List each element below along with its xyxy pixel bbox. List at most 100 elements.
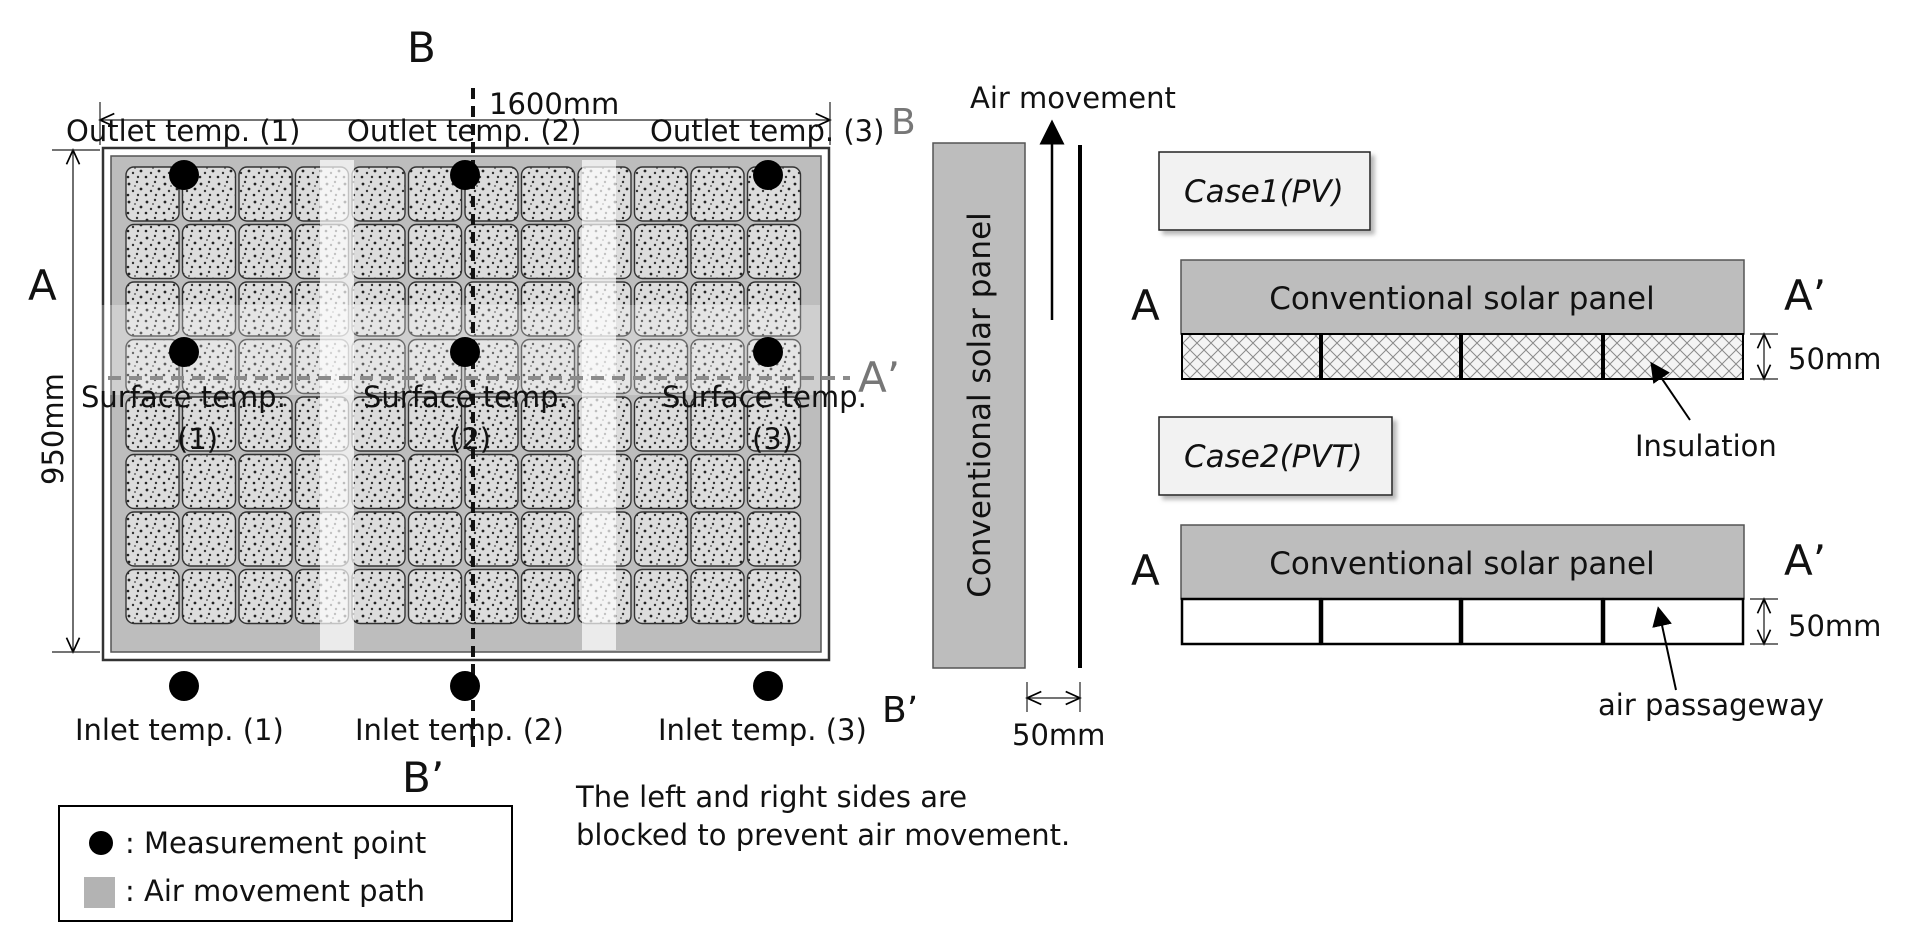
solar-cell [746, 223, 802, 280]
solar-cell [238, 453, 293, 510]
solar-cell [520, 281, 576, 337]
solar-cell [125, 568, 180, 625]
case2-a-left: A [1131, 546, 1160, 595]
solar-cell [464, 223, 519, 280]
case2-section: Case2(PVT) A A’ Conventional solar panel… [1131, 416, 1881, 722]
measurement-points [169, 160, 783, 701]
solar-cell [464, 511, 519, 567]
solar-cell [520, 166, 576, 222]
case2-panel-label: Conventional solar panel [1269, 546, 1655, 582]
solar-cell [633, 396, 689, 452]
note-line-2: blocked to prevent air movement. [576, 818, 1070, 852]
legend: : Measurement point : Air movement path [58, 805, 513, 922]
solar-cell [633, 511, 689, 567]
measurement-point [169, 160, 199, 190]
case2-a-right: A’ [1784, 536, 1826, 585]
solar-cell [125, 281, 180, 337]
measurement-point [169, 337, 199, 367]
solar-cell [690, 166, 745, 222]
solar-cell [464, 396, 519, 452]
solar-cell [351, 453, 406, 510]
insulation-pointer [1650, 361, 1691, 421]
legend-air-path-icon [84, 877, 115, 908]
solar-cell [464, 281, 519, 337]
solar-cell [746, 281, 802, 337]
air-passage-block [1180, 597, 1322, 646]
inlet-label-1: Inlet temp. (1) [75, 713, 284, 747]
case1-insulation-layer [1181, 333, 1744, 380]
width-label: 1600mm [489, 87, 619, 121]
legend-measurement-label: : Measurement point [125, 826, 426, 860]
solar-cell [125, 511, 180, 567]
surface-index-1: (1) [177, 422, 218, 456]
outlet-label-3: Outlet temp. (3) [650, 114, 884, 148]
outlet-label-1: Outlet temp. (1) [66, 114, 300, 148]
case1-gap-label: 50mm [1788, 342, 1881, 376]
panel-plan-view: 1600mm 950mm B B’ A A’ B B’ Outlet temp.… [28, 23, 918, 802]
air-path-column-right [582, 160, 616, 650]
solar-cell [181, 281, 237, 337]
surface-label-1: Surface temp. [81, 380, 286, 414]
air-movement-label: Air movement [970, 81, 1176, 115]
solar-cell [633, 166, 689, 222]
air-passage-block [1320, 597, 1462, 646]
air-passage-block [1602, 597, 1745, 646]
side-panel-label: Conventional solar panel [962, 212, 998, 598]
insulation-block [1461, 333, 1603, 380]
solar-cell [464, 568, 519, 625]
legend-air-path-label: : Air movement path [125, 874, 425, 908]
air-passage-pointer [1652, 606, 1677, 691]
solar-cell [351, 568, 406, 625]
legend-measurement-icon [89, 831, 113, 855]
solar-cell [690, 568, 745, 625]
note-line-1: The left and right sides are [575, 780, 967, 814]
case1-a-left: A [1131, 281, 1160, 330]
measurement-point [753, 160, 783, 190]
solar-cell [351, 166, 406, 222]
solar-cell [690, 453, 745, 510]
measurement-point [450, 671, 480, 701]
surface-label-3: Surface temp. [662, 380, 867, 414]
solar-cell [520, 568, 576, 625]
legend-box [58, 805, 513, 922]
insulation-block [1603, 333, 1744, 380]
case2-air-passageway-layer [1180, 597, 1745, 646]
surface-index-3: (3) [752, 422, 793, 456]
case2-gap-label: 50mm [1788, 609, 1881, 643]
inlet-label-2: Inlet temp. (2) [355, 713, 564, 747]
height-label: 950mm [36, 373, 70, 485]
measurement-point [753, 337, 783, 367]
case2-title-box [1158, 416, 1393, 496]
case2-panel [1180, 524, 1745, 600]
case1-layer-label: Insulation [1635, 429, 1777, 463]
measurement-point [753, 671, 783, 701]
solar-cell [407, 511, 463, 567]
solar-cell [238, 568, 293, 625]
measurement-point [169, 671, 199, 701]
section-b-bottom: B’ [402, 753, 444, 802]
solar-cell [520, 396, 576, 452]
outlet-label-2: Outlet temp. (2) [347, 114, 581, 148]
solar-cell [238, 281, 293, 337]
solar-cell [464, 453, 519, 510]
section-a-right: A’ [858, 353, 900, 402]
note: The left and right sides are blocked to … [575, 780, 1070, 852]
solar-cell [238, 511, 293, 567]
insulation-block [1181, 333, 1321, 380]
solar-cell [238, 166, 293, 222]
solar-cell [351, 223, 406, 280]
surface-index-2: (2) [450, 422, 491, 456]
insulation-block [1321, 333, 1461, 380]
measurement-point [450, 337, 480, 367]
solar-cell [520, 453, 576, 510]
solar-cell [690, 281, 745, 337]
solar-cell [690, 511, 745, 567]
inlet-label-3: Inlet temp. (3) [658, 713, 867, 747]
solar-cell [181, 453, 237, 510]
air-passage-block [1460, 597, 1604, 646]
solar-cell [125, 223, 180, 280]
solar-cell [407, 568, 463, 625]
solar-cell [633, 453, 689, 510]
side-panel [932, 142, 1026, 669]
